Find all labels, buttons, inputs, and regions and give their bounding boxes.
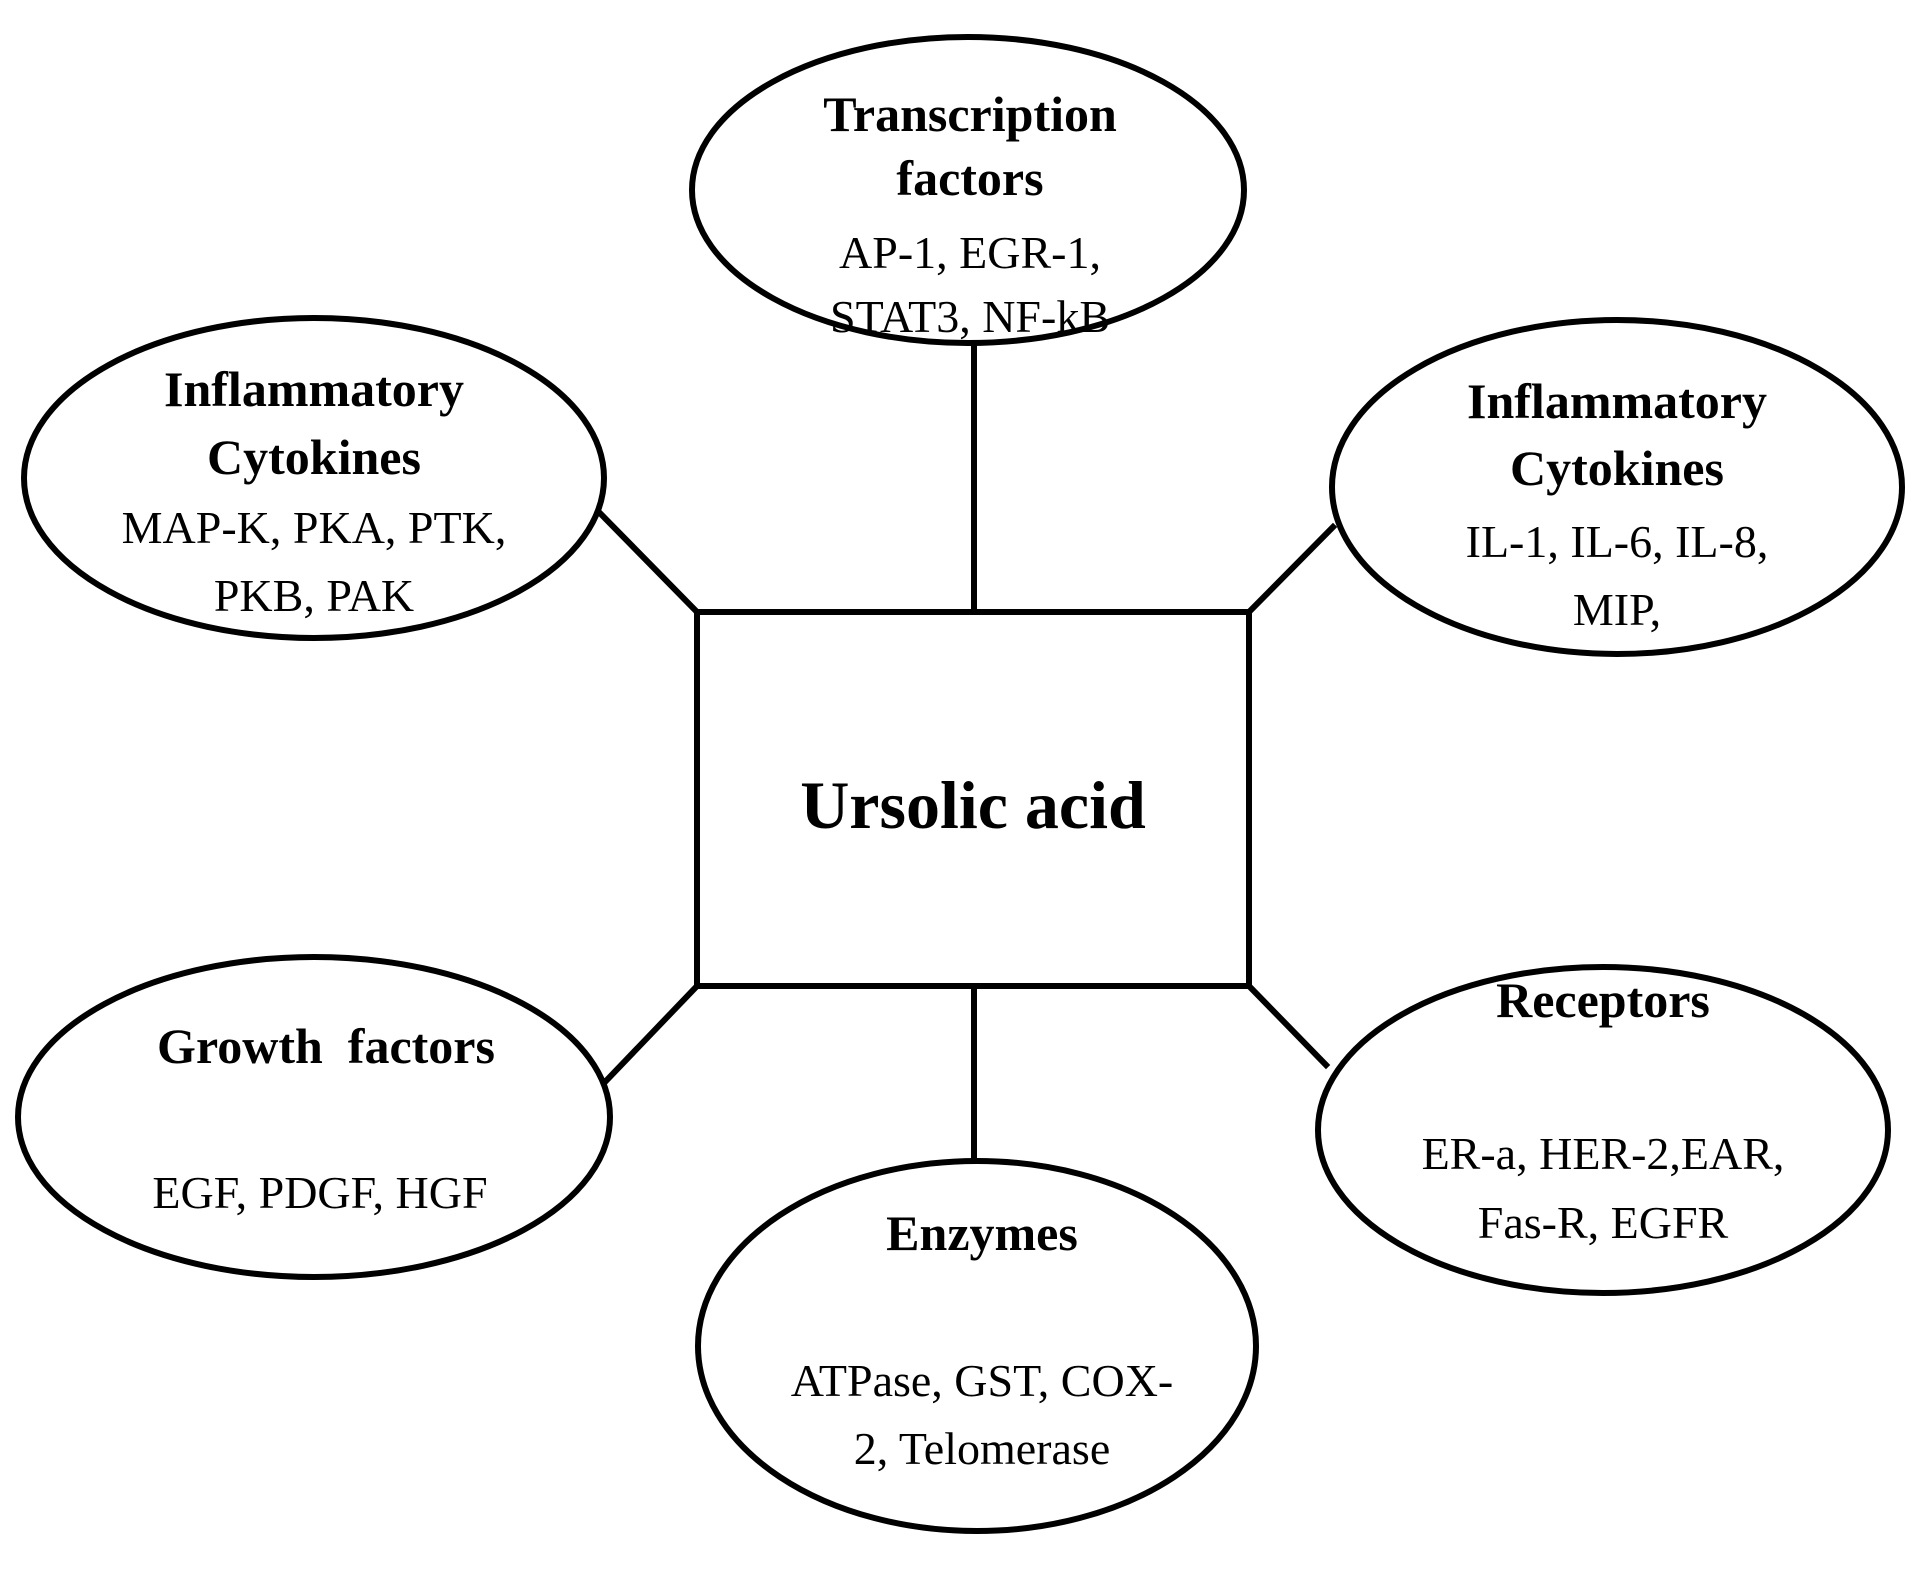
node-items-line2: Fas-R, EGFR [1478, 1197, 1729, 1248]
connector-receptors [1244, 981, 1331, 1070]
node-growth-factors: Growth factors EGF, PDGF, HGF [15, 954, 613, 1280]
node-items-line1: AP-1, EGR-1, [839, 227, 1101, 278]
center-node: Ursolic acid [694, 609, 1252, 989]
node-items-line1: ATPase, GST, COX- [791, 1355, 1173, 1406]
node-transcription-factors: Transcription factors AP-1, EGR-1, STAT3… [689, 34, 1247, 346]
node-inflammatory-cytokines-left: Inflammatory Cytokines MAP-K, PKA, PTK, … [21, 315, 607, 641]
node-title-line2: Cytokines [207, 429, 421, 485]
connector-inflammatory-left [587, 500, 702, 617]
node-enzymes: Enzymes ATPase, GST, COX- 2, Telomerase [695, 1158, 1259, 1534]
node-inflammatory-cytokines-right: Inflammatory Cytokines IL-1, IL-6, IL-8,… [1329, 317, 1905, 657]
ellipse-enzymes [695, 1158, 1259, 1534]
connector-inflammatory-right [1244, 522, 1338, 617]
ellipse-inflammatory-cytokines-right [1329, 317, 1905, 657]
node-title-line1: Receptors [1496, 972, 1710, 1028]
node-items-line1: IL-1, IL-6, IL-8, [1466, 516, 1769, 567]
node-receptors: Receptors ER-a, HER-2,EAR, Fas-R, EGFR [1315, 964, 1891, 1296]
node-title-line2: Cytokines [1510, 440, 1724, 496]
ellipse-transcription-factors [689, 34, 1247, 346]
node-items-line2: MIP, [1573, 584, 1661, 635]
connectors [587, 305, 1338, 1166]
ellipse-receptors [1315, 964, 1891, 1296]
node-title-line1: Inflammatory [1467, 373, 1767, 429]
node-title-line1: Enzymes [886, 1205, 1078, 1261]
node-items-line1: ER-a, HER-2,EAR, [1422, 1128, 1785, 1179]
node-items-line2: STAT3, NF-kB [830, 291, 1110, 342]
ellipse-growth-factors [15, 954, 613, 1280]
center-label: Ursolic acid [800, 767, 1146, 843]
ellipse-inflammatory-cytokines-left [21, 315, 607, 641]
center-box [694, 609, 1252, 989]
connector-growth [599, 981, 702, 1088]
node-title-line2: factors [896, 150, 1043, 206]
node-title-line1: Growth factors [157, 1018, 495, 1074]
node-items-line2: PKB, PAK [214, 570, 414, 621]
node-items-line1: EGF, PDGF, HGF [152, 1167, 487, 1218]
node-title-line1: Transcription [823, 86, 1117, 142]
node-items-line2: 2, Telomerase [854, 1423, 1111, 1474]
node-items-line1: MAP-K, PKA, PTK, [122, 502, 507, 553]
node-title-line1: Inflammatory [164, 361, 464, 417]
